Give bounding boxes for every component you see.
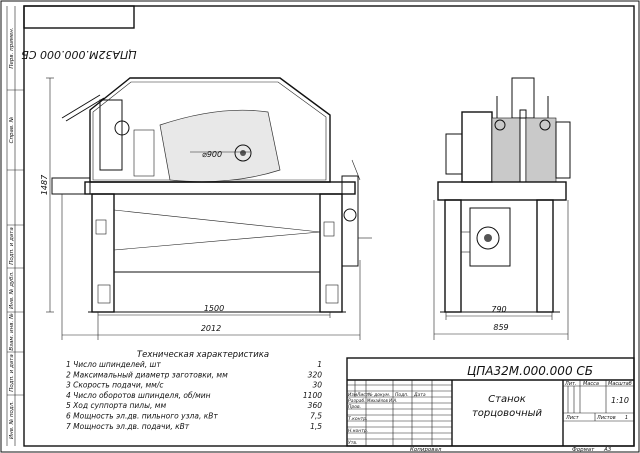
strip-sprav-no: Справ. №	[9, 116, 15, 143]
stamp-masshtab: Масштаб	[608, 381, 632, 387]
sheet-label: Лист	[565, 415, 580, 421]
side-left-leg	[444, 199, 462, 313]
dim-diameter-900: ⌀900	[202, 150, 222, 159]
copied-label: Копировал	[410, 447, 442, 453]
strip-podp-data-2: Подп. и дата	[9, 354, 15, 392]
dim-2012: 2012	[201, 324, 221, 333]
title-block: ЦПА32М.000.000 СБ Изм Лист № докум. Подп…	[346, 357, 635, 447]
spec-row-value: 7,5	[310, 412, 322, 421]
top-column	[511, 77, 535, 119]
side-view-machine	[437, 77, 571, 313]
spec-row-value: 1,5	[310, 422, 322, 431]
side-feed-mechanism	[341, 175, 359, 267]
stamp-lit: Лит.	[564, 381, 577, 387]
title-line-1: Станок	[488, 394, 526, 405]
spec-row-label: 7 Мощность эл.дв. подачи, кВт	[66, 422, 190, 431]
stamp-podp: Подп.	[395, 392, 409, 398]
spec-row-label: 6 Мощность эл.дв. пильного узла, кВт	[66, 412, 218, 421]
stamp-prov: Пров.	[348, 404, 361, 410]
specs-heading: Техническая характеристика	[137, 350, 269, 360]
side-view-dimensions: 790 859	[433, 200, 569, 340]
scale-value: 1:10	[611, 396, 629, 405]
spec-row-value: 1100	[303, 391, 322, 400]
stamp-doc-no: № докум.	[367, 392, 390, 398]
lever-arm	[61, 94, 101, 119]
spec-row-label: 5 Ход суппорта пилы, мм	[66, 401, 166, 410]
dim-790: 790	[491, 305, 506, 314]
spec-row-value: 320	[308, 370, 323, 379]
specs-rows: 1 Число шпинделей, шт 1 2 Максимальный диа…	[66, 360, 322, 431]
strip-inv-podl: Инв. № подл.	[9, 401, 15, 439]
spec-row-value: 30	[312, 381, 322, 390]
front-view-machine: ⌀900	[51, 77, 372, 313]
stamp-razrab-name: Михайлов И.А.	[367, 398, 397, 403]
sheets-label: Листов	[596, 415, 616, 421]
stamp-data: Дата	[413, 392, 426, 398]
lower-frame	[113, 193, 321, 273]
spec-row-label: 4 Число оборотов шпинделя, об/мин	[66, 391, 211, 400]
dim-859: 859	[493, 323, 508, 332]
drawing-frame	[23, 5, 635, 447]
rotated-drawing-code: ЦПА32М.000.000 СБ	[21, 48, 137, 61]
motor-housing	[461, 111, 493, 183]
spec-row-label: 3 Скорость подачи, мм/с	[66, 381, 164, 390]
side-right-leg	[536, 199, 554, 313]
left-leg	[91, 193, 115, 313]
motor-bracket	[99, 99, 123, 171]
stamp-nkontr: Н.контр.	[348, 428, 368, 434]
format-value: А3	[603, 447, 612, 453]
dim-height-1487: 1487	[40, 174, 49, 195]
strip-perv-primen: Перв. примен.	[9, 27, 15, 69]
stamp-razrab: Разраб.	[348, 398, 366, 404]
table-top	[84, 181, 356, 195]
stamp-tkontr: Т.контр.	[348, 416, 368, 422]
spec-row-value: 360	[308, 401, 323, 410]
side-table-top	[437, 181, 567, 201]
spec-row-label: 2 Максимальный диаметр заготовки, мм	[66, 370, 228, 379]
stamp-list: Лист	[356, 392, 369, 398]
technical-specs: Техническая характеристика 1 Число шпинд…	[66, 350, 322, 431]
strip-podp-data-1: Подп. и дата	[9, 227, 15, 265]
spec-row-value: 1	[317, 360, 322, 369]
front-view-dimensions: 1487 1500 2012	[40, 77, 361, 340]
stamp-izm: Изм	[348, 392, 358, 398]
spindle-hub	[234, 144, 252, 162]
rotated-code-box: ЦПА32М.000.000 СБ	[21, 5, 137, 61]
left-side-strip: Перв. примен. Справ. № Подп. и дата Инв.…	[6, 6, 24, 446]
format-label: Формат	[572, 447, 595, 453]
spec-row-label: 1 Число шпинделей, шт	[66, 360, 161, 369]
stamp-utv: Утв.	[348, 440, 357, 446]
strip-inv-dubl: Инв. № дубл.	[9, 271, 15, 309]
sheets-value: 1	[625, 415, 628, 421]
right-leg	[319, 193, 343, 313]
saw-blade-area	[159, 109, 281, 182]
strip-vzam-inv: Взам. инв. №	[9, 313, 15, 351]
dim-1500: 1500	[204, 304, 224, 313]
lever-pivot	[114, 120, 130, 136]
title-line-2: торцовочный	[472, 408, 543, 419]
stamp-massa: Масса	[583, 381, 599, 387]
drawing-code: ЦПА32М.000.000 СБ	[467, 364, 593, 378]
